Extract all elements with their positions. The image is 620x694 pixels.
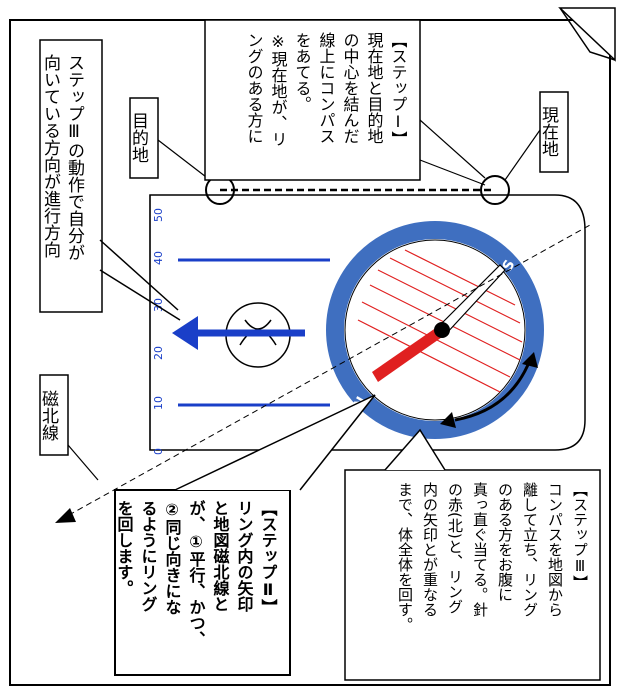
step2-title: 【ステップⅡ】 (259, 500, 278, 615)
step2-text: 【ステップⅡ】 リング内の矢印 と地図磁北線と が、①平行、かつ、 ②同じ向きに… (115, 499, 278, 647)
step3-line4: 真っ直ぐ当てる。針 (471, 481, 489, 617)
label-mag-north-box (39, 374, 69, 456)
step1-line1: 現在地と目的地 (365, 32, 384, 144)
step1-line4: をあてる。 (293, 32, 312, 112)
step2-pointer (174, 394, 376, 491)
step1-line6: ングのある方に (245, 32, 264, 144)
step3-line7: まで、体全体を回す。 (396, 482, 414, 632)
step1-title: 【ステップⅠ】 (389, 32, 408, 147)
step3-line5: の赤(北)と、リング (446, 482, 464, 614)
needle-pivot (434, 322, 450, 338)
label-destination: 目的地 (128, 112, 149, 163)
step2-line1: リング内の矢印 (235, 500, 254, 613)
step3-line3: のある方をお腹に (496, 482, 514, 602)
step1-line5: ※現在地が、リ (269, 32, 288, 147)
step3-line1: コンパスを地図から (546, 482, 564, 617)
step1-line2: の中心を結んだ (341, 32, 360, 144)
step2-line2: と地図磁北線と (211, 500, 230, 612)
needle-red (372, 325, 445, 382)
label-travel-line1: ステップⅢの動作で自分が (64, 54, 85, 261)
folded-corner-edge (559, 7, 616, 61)
step3-title: 【ステップⅢ】 (571, 482, 589, 590)
folded-corner-icon (558, 7, 616, 62)
step3-pointer (384, 428, 446, 471)
magnetic-north-arrowhead (55, 508, 76, 523)
step3-box (344, 469, 601, 681)
ring-meridian-lines (357, 249, 523, 393)
label-mag-north: 磁北線 (38, 390, 59, 441)
scale-tick-10: 10 (152, 396, 165, 410)
scale-tick-50: 50 (152, 208, 165, 222)
label-travel-box (39, 39, 103, 313)
step3-line6: 内の矢印とが重なる (421, 482, 439, 617)
scale-tick-40: 40 (152, 251, 165, 265)
scale-tick-20: 20 (152, 346, 165, 360)
label-travel-line2: 向いている方向が進行方向 (40, 54, 61, 258)
travel-arrow-head (172, 316, 198, 350)
scale-tick-0: 0 (152, 448, 165, 455)
step2-line3: が、①平行、かつ、 (187, 499, 207, 647)
step2-line5: るようにリング (139, 500, 158, 612)
step3-text: 【ステップⅢ】 コンパスを地図から 離して立ち、リング のある方をお腹に 真っ直… (396, 481, 589, 632)
step2-box (114, 489, 291, 676)
step2-line4: ②同じ向きにな (163, 500, 182, 615)
ring-rotation-arrow (454, 359, 532, 422)
ring-inner-edge (344, 239, 526, 421)
step2-line6: を回します。 (115, 500, 134, 596)
label-current: 現在地 (538, 106, 559, 157)
step1-box (204, 19, 421, 181)
magnetic-north-line (59, 224, 591, 521)
current-location-circle (480, 175, 510, 205)
step3-line2: 離して立ち、リング (521, 481, 539, 617)
label-destination-box (129, 97, 159, 179)
step1-text: 【ステップⅠ】 現在地と目的地 の中心を結んだ 線上にコンパス をあてる。 ※現… (245, 32, 408, 147)
label-current-box (539, 91, 569, 173)
step1-line3: 線上にコンパス (317, 32, 336, 144)
